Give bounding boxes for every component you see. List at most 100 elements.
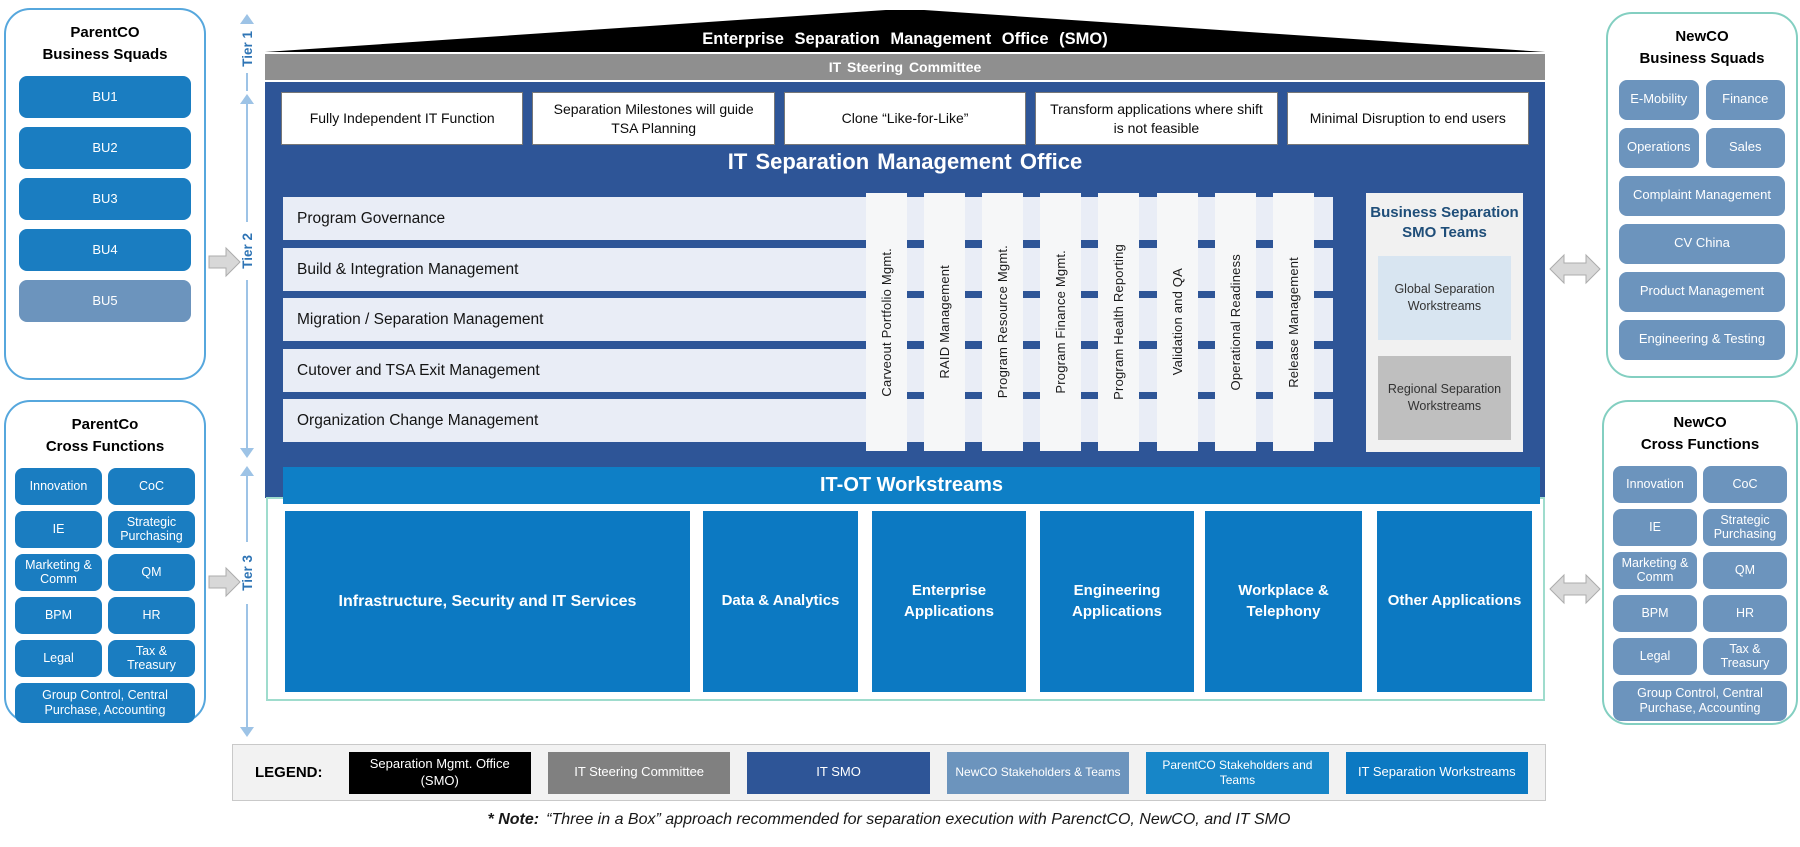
smo-capability-column: Program Finance Mgmt.	[1040, 193, 1081, 451]
flow-arrow-double-icon	[1549, 573, 1601, 605]
cross-function-item: Strategic Purchasing	[1703, 508, 1787, 546]
squad-item: Product Management	[1619, 271, 1785, 312]
principle-box: Clone “Like-for-Like”	[783, 92, 1027, 145]
smo-capability-column: RAID Management	[924, 193, 965, 451]
cross-function-item: CoC	[1703, 465, 1787, 503]
smo-capability-column: Carveout Portfolio Mgmt.	[866, 193, 907, 451]
cross-function-item: HR	[1703, 594, 1787, 632]
flow-arrow-right-icon	[208, 566, 241, 598]
cross-function-item: IE	[15, 510, 102, 548]
squad-item: Sales	[1705, 127, 1785, 168]
arrow-down-icon	[240, 727, 254, 737]
workstream-box: Enterprise Applications	[872, 511, 1026, 692]
guiding-principles-row: Fully Independent IT Function Separation…	[281, 92, 1530, 145]
legend-swatch-newco: NewCO Stakeholders & Teams	[946, 751, 1130, 794]
principle-box: Fully Independent IT Function	[281, 92, 524, 145]
arrow-down-icon	[240, 448, 254, 458]
parentco-business-squads-title: ParentCO Business Squads	[12, 22, 198, 66]
panel-title-line: ParentCO	[70, 24, 140, 41]
principle-box: Transform applications where shift is no…	[1035, 92, 1278, 145]
panel-title-line: Cross Functions	[45, 437, 165, 455]
newco-cross-functions-title: NewCO Cross Functions	[1610, 412, 1790, 456]
bu-item: BU1	[19, 75, 191, 118]
global-separation-workstreams-box: Global Separation Workstreams	[1378, 255, 1511, 340]
cross-function-item: BPM	[1613, 594, 1697, 632]
cross-function-item: BPM	[15, 596, 102, 634]
bu-item: BU4	[19, 228, 191, 271]
panel-title-line: Business Squads	[1639, 49, 1765, 67]
footnote-prefix: * Note:	[487, 811, 540, 828]
cross-function-item: Innovation	[1613, 465, 1697, 503]
workstream-box: Workplace & Telephony	[1205, 511, 1362, 692]
it-separation-management-office-title: IT Separation Management Office	[727, 149, 1083, 174]
workstream-box: Other Applications	[1377, 511, 1532, 692]
squad-item: E-Mobility	[1619, 79, 1699, 120]
cross-function-item: Marketing & Comm	[1613, 551, 1697, 589]
parentco-bu-list: BU1 BU2 BU3 BU4 BU5	[6, 72, 204, 326]
footnote-text: “Three in a Box” approach recommended fo…	[546, 811, 1291, 828]
flow-arrow-right-icon	[208, 246, 241, 278]
tier3-line	[246, 475, 248, 542]
enterprise-smo-title: Enterprise Separation Management Office …	[702, 30, 1108, 48]
workstream-box: Data & Analytics	[703, 511, 858, 692]
cross-function-item: Tax & Treasury	[1703, 637, 1787, 675]
legend: LEGEND: Separation Mgmt. Office (SMO) IT…	[232, 744, 1546, 801]
smo-capability-column: Validation and QA	[1157, 193, 1198, 451]
cross-function-item: Strategic Purchasing	[108, 510, 195, 548]
panel-title-line: Business Squads	[42, 45, 168, 63]
cross-function-item: IE	[1613, 508, 1697, 546]
cross-function-item: Legal	[1613, 637, 1697, 675]
smo-capability-column: Release Management	[1273, 193, 1314, 451]
tier2-line	[246, 103, 248, 222]
newco-cross-functions-panel: NewCO Cross Functions Innovation CoC IE …	[1602, 400, 1798, 725]
squad-item: Operations	[1619, 127, 1699, 168]
parentco-cross-functions-title: ParentCo Cross Functions	[12, 414, 198, 458]
panel-title-line: NewCO	[1673, 414, 1727, 431]
panel-title-line: NewCO	[1675, 28, 1729, 45]
squad-item: CV China	[1619, 223, 1785, 264]
parentco-business-squads-panel: ParentCO Business Squads BU1 BU2 BU3 BU4…	[4, 8, 206, 380]
panel-title-line: ParentCo	[71, 416, 139, 433]
parentco-cross-functions-panel: ParentCo Cross Functions Innovation CoC …	[4, 400, 206, 723]
newco-business-squads-panel: NewCO Business Squads E-Mobility Finance…	[1606, 12, 1798, 378]
cross-function-item: Innovation	[15, 467, 102, 505]
parentco-cross-functions-grid: Innovation CoC IE Strategic Purchasing M…	[6, 464, 204, 727]
cross-function-item: QM	[1703, 551, 1787, 589]
cross-function-item: QM	[108, 553, 195, 591]
newco-business-squads-title: NewCO Business Squads	[1614, 26, 1790, 70]
cross-function-item: CoC	[108, 467, 195, 505]
cross-function-item: Tax & Treasury	[108, 639, 195, 677]
arrow-up-icon	[240, 14, 254, 24]
flow-arrow-double-icon	[1549, 253, 1601, 285]
principle-box: Separation Milestones will guide TSA Pla…	[532, 92, 775, 145]
cross-function-item: Marketing & Comm	[15, 553, 102, 591]
smo-capability-column: Program Resource Mgmt.	[982, 193, 1023, 451]
squad-item: Complaint Management	[1619, 175, 1785, 216]
tier1-label: Tier 1	[239, 31, 255, 67]
squad-item: Finance	[1705, 79, 1785, 120]
bu-item: BU3	[19, 177, 191, 220]
cross-function-item: Group Control, Central Purchase, Account…	[15, 682, 195, 723]
panel-title-line: Cross Functions	[1640, 435, 1760, 453]
legend-swatch-smo: Separation Mgmt. Office (SMO)	[348, 751, 531, 794]
principle-box: Minimal Disruption to end users	[1286, 92, 1530, 145]
footnote: * Note: “Three in a Box” approach recomme…	[232, 811, 1546, 829]
it-steering-committee-bar: IT Steering Committee	[265, 54, 1545, 80]
tier2-line	[246, 280, 248, 448]
legend-swatch-itws: IT Separation Workstreams	[1345, 751, 1529, 794]
cross-function-item: Legal	[15, 639, 102, 677]
smo-capability-column: Operational Readiness	[1215, 193, 1256, 451]
regional-separation-workstreams-box: Regional Separation Workstreams	[1378, 355, 1511, 440]
workstream-box: Engineering Applications	[1040, 511, 1194, 692]
enterprise-smo-roof: Enterprise Separation Management Office …	[265, 10, 1545, 52]
tier3-line	[246, 604, 248, 727]
smo-capability-column: Program Health Reporting	[1098, 193, 1139, 451]
teams-title: Business Separation SMO Teams	[1370, 204, 1519, 242]
bu-item: BU2	[19, 126, 191, 169]
newco-business-squads-grid: E-Mobility Finance Operations Sales Comp…	[1608, 76, 1796, 364]
legend-label: LEGEND:	[255, 764, 323, 781]
arrow-up-icon	[240, 94, 254, 104]
newco-cross-functions-grid: Innovation CoC IE Strategic Purchasing M…	[1604, 462, 1796, 725]
tier1-line	[246, 73, 248, 91]
